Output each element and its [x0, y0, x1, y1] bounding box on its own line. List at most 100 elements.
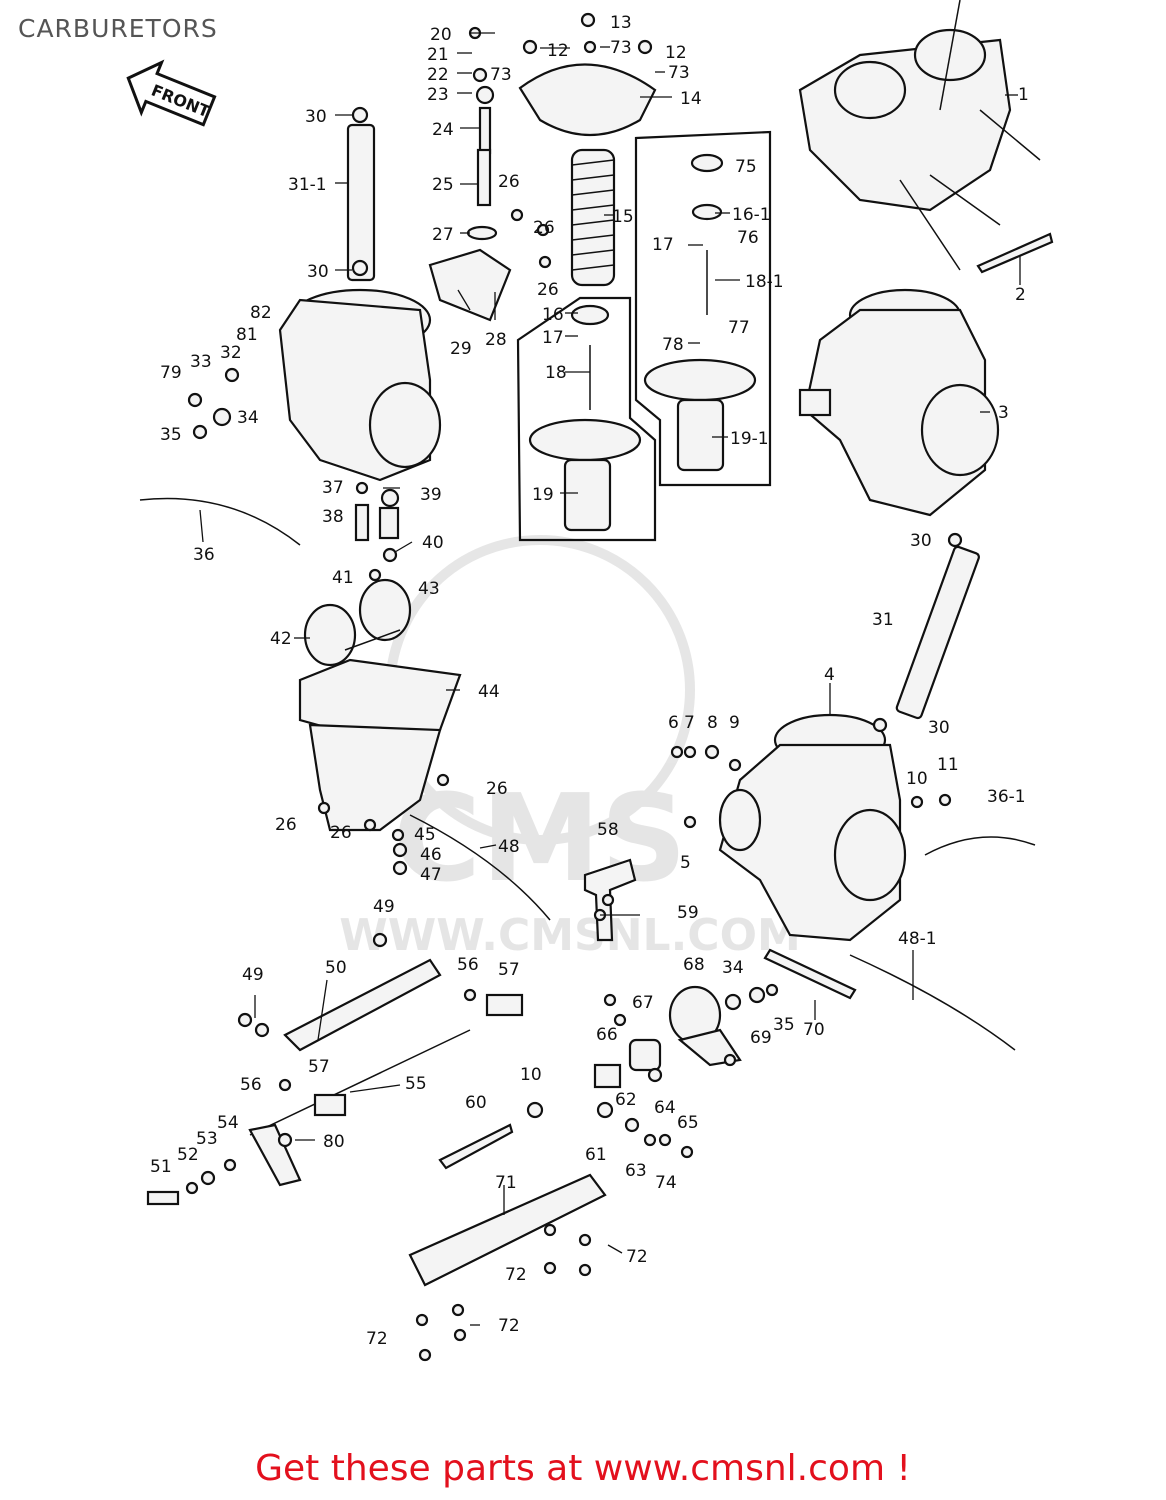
label-15: 15	[612, 207, 634, 227]
label-39: 39	[420, 485, 442, 505]
label-42: 42	[270, 629, 292, 649]
label-32: 32	[220, 343, 242, 363]
tube-31	[895, 545, 980, 720]
label-67: 67	[632, 993, 654, 1013]
label-26-d: 26	[486, 779, 508, 799]
label-11: 11	[937, 755, 959, 775]
watermark-text: WWW.CMSNL.COM	[339, 910, 801, 961]
label-56-a: 56	[457, 955, 479, 975]
label-53: 53	[196, 1129, 218, 1149]
label-18-1: 18-1	[745, 272, 784, 292]
carburetor-assembly-1	[798, 0, 1041, 271]
carburetor-3	[798, 288, 1000, 517]
part-labels: 1 2 3 4 5 6 7 8 9 10 11 12 13 14 15 16 1…	[150, 13, 1029, 1349]
label-7: 7	[684, 713, 695, 733]
label-73-b: 73	[610, 38, 632, 58]
label-29: 29	[450, 339, 472, 359]
label-1: 1	[1018, 85, 1029, 105]
spring-15	[570, 148, 616, 287]
page-title: CARBURETORS	[18, 14, 218, 43]
group-frame-a	[516, 296, 657, 542]
label-80: 80	[323, 1132, 345, 1152]
label-6: 6	[668, 713, 679, 733]
front-arrow-icon: FRONT	[126, 59, 217, 127]
label-48: 48	[498, 837, 520, 857]
label-31: 31	[872, 610, 894, 630]
footer-promo[interactable]: Get these parts at www.cmsnl.com !	[255, 1448, 911, 1489]
label-26-e: 26	[275, 815, 297, 835]
label-10-b: 10	[520, 1065, 542, 1085]
label-72-c: 72	[498, 1316, 520, 1336]
label-41: 41	[332, 568, 354, 588]
label-16-1: 16-1	[732, 205, 771, 225]
hose-36	[139, 497, 301, 546]
tube-31-1	[346, 123, 376, 282]
label-65: 65	[677, 1113, 699, 1133]
label-37: 37	[322, 478, 344, 498]
label-66: 66	[596, 1025, 618, 1045]
label-47: 47	[420, 865, 442, 885]
label-38: 38	[322, 507, 344, 527]
label-81: 81	[236, 325, 258, 345]
label-46: 46	[420, 845, 442, 865]
label-17: 17	[542, 328, 564, 348]
label-63: 63	[625, 1161, 647, 1181]
float-bowl-44	[298, 658, 462, 832]
diaphragm-19-1	[643, 153, 757, 472]
label-20: 20	[430, 25, 452, 45]
label-45: 45	[414, 825, 436, 845]
label-30-b: 30	[307, 262, 329, 282]
watermark: CMS WWW.CMSNL.COM	[339, 535, 801, 961]
label-19-1: 19-1	[730, 429, 769, 449]
label-78: 78	[662, 335, 684, 355]
screw-60	[438, 1123, 514, 1170]
label-3: 3	[998, 403, 1009, 423]
label-49-a: 49	[373, 897, 395, 917]
bracket-71	[408, 1173, 607, 1287]
label-61: 61	[585, 1145, 607, 1165]
label-58: 58	[597, 820, 619, 840]
label-56-b: 56	[240, 1075, 262, 1095]
label-12: 12	[547, 41, 569, 61]
label-30-d: 30	[928, 718, 950, 738]
label-33: 33	[190, 352, 212, 372]
label-62: 62	[615, 1090, 637, 1110]
label-68: 68	[683, 955, 705, 975]
label-55: 55	[405, 1074, 427, 1094]
label-12-b: 12	[665, 43, 687, 63]
label-72-a: 72	[626, 1247, 648, 1267]
plate-50	[283, 958, 442, 1052]
label-50: 50	[325, 958, 347, 978]
rod-55	[249, 1029, 471, 1136]
label-31-1: 31-1	[288, 175, 327, 195]
label-34-b: 34	[722, 958, 744, 978]
diaphragm-19	[528, 304, 642, 532]
label-79: 79	[160, 363, 182, 383]
label-10: 10	[906, 769, 928, 789]
label-44: 44	[478, 682, 500, 702]
label-26-b: 26	[533, 218, 555, 238]
label-30-a: 30	[305, 107, 327, 127]
label-35-b: 35	[773, 1015, 795, 1035]
label-18: 18	[545, 363, 567, 383]
carburetor-body-left	[278, 248, 512, 482]
hose-48	[409, 814, 551, 921]
carburetor-4	[718, 713, 907, 942]
label-17-b: 17	[652, 235, 674, 255]
label-30-c: 30	[910, 531, 932, 551]
label-26-a: 26	[498, 172, 520, 192]
label-2: 2	[1015, 285, 1026, 305]
label-23: 23	[427, 85, 449, 105]
label-74: 74	[655, 1173, 677, 1193]
chamber-top-cap	[518, 63, 657, 136]
label-43: 43	[418, 579, 440, 599]
label-5: 5	[680, 853, 691, 873]
label-48-1: 48-1	[898, 929, 937, 949]
label-40: 40	[422, 533, 444, 553]
label-64: 64	[654, 1098, 676, 1118]
label-59: 59	[677, 903, 699, 923]
leader-lines	[199, 32, 1021, 1326]
label-77: 77	[728, 318, 750, 338]
small-fasteners	[146, 12, 963, 1362]
label-8: 8	[707, 713, 718, 733]
